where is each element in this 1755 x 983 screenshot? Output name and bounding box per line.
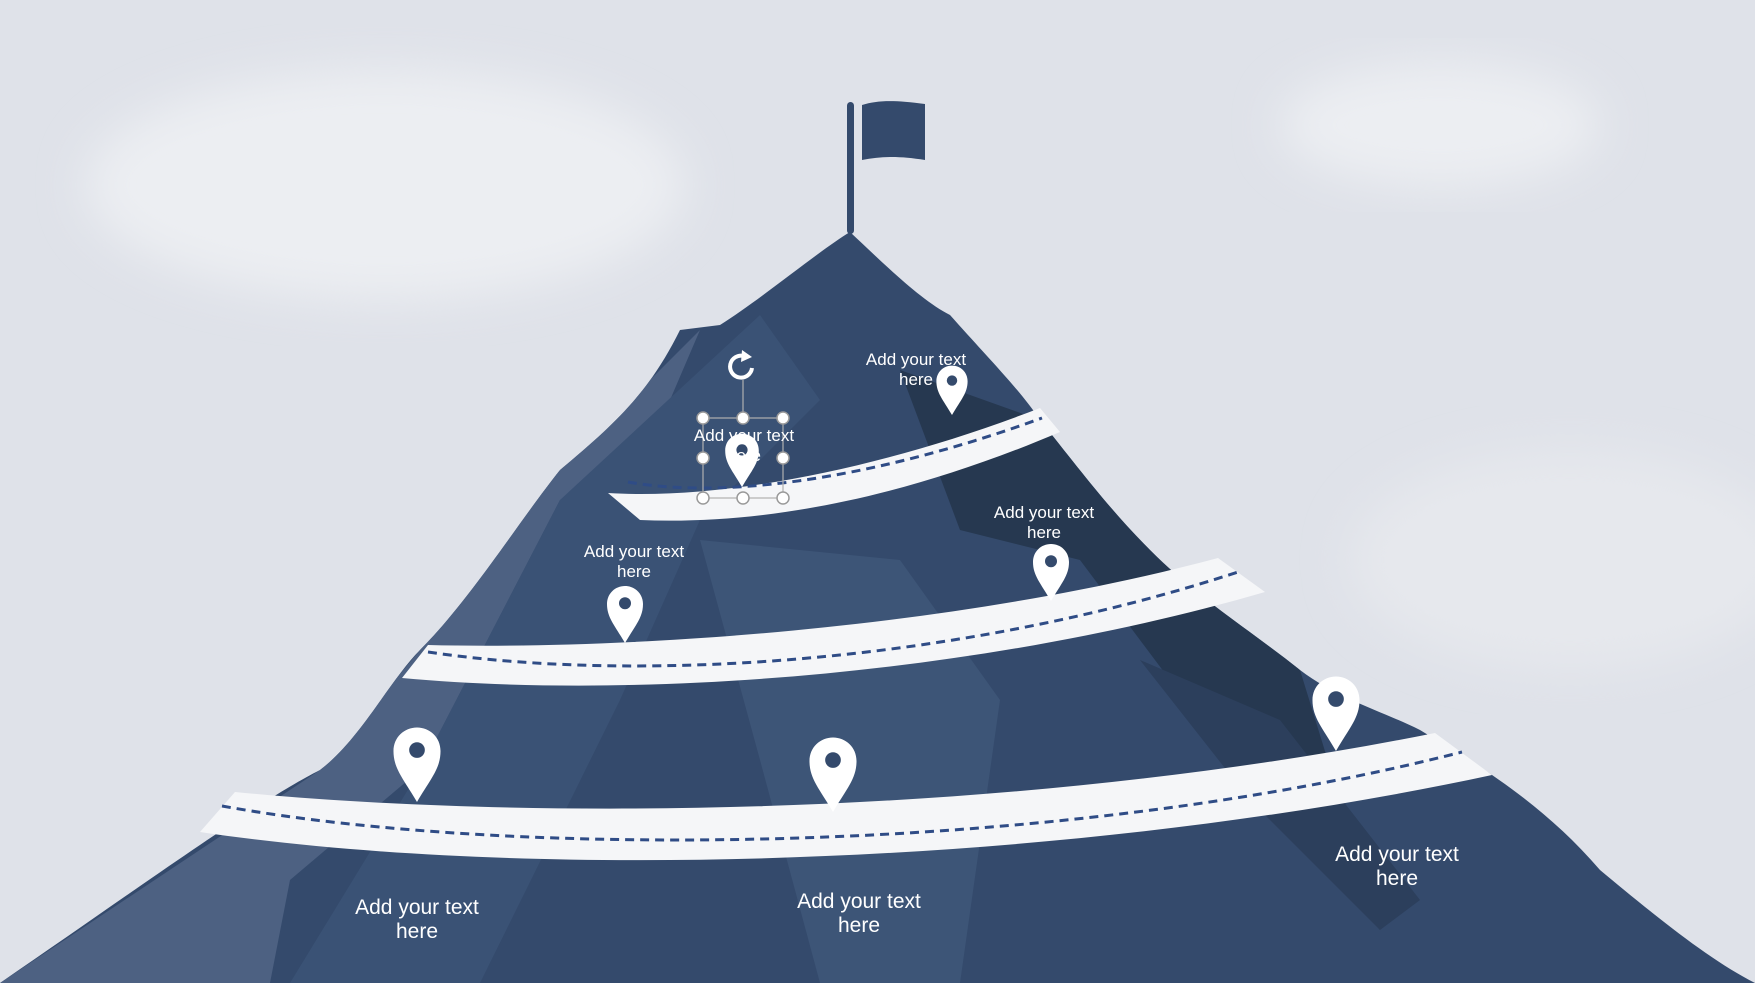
map-pin-icon[interactable]: [1033, 544, 1069, 601]
road-middle-dash: [427, 570, 1239, 668]
road-top-dash: [627, 416, 1043, 490]
map-pin-icon[interactable]: [725, 433, 759, 487]
resize-handle-s[interactable]: [736, 491, 750, 505]
flag-pole: [847, 102, 854, 234]
road-bottom-dash: [221, 750, 1463, 842]
flag-cloth: [862, 101, 925, 160]
clouds: [85, 63, 1755, 670]
text-box-tier1-mid[interactable]: Add your text here: [797, 890, 921, 938]
text-box-tier1-right[interactable]: Add your text here: [1335, 843, 1459, 891]
text-box-tier4-left[interactable]: Add your text here: [693, 426, 795, 465]
map-pin-icon[interactable]: [607, 586, 643, 643]
cloud-left: [85, 70, 685, 300]
pins: [393, 365, 1360, 812]
text-box-tier1-left[interactable]: Add your text here: [355, 896, 479, 944]
resize-handle-se[interactable]: [776, 491, 790, 505]
text-box-tier3-left[interactable]: Add your text here: [583, 542, 685, 581]
cloud-right-low: [1350, 450, 1755, 670]
map-pin-icon[interactable]: [1312, 676, 1360, 751]
road-middle: [402, 558, 1265, 686]
text-box-tier4-right[interactable]: Add your text here: [865, 350, 967, 389]
map-pin-icon[interactable]: [809, 737, 857, 812]
text-box-tier3-right[interactable]: Add your text here: [993, 503, 1095, 542]
selection-frame[interactable]: [696, 350, 790, 505]
resize-handle-w[interactable]: [696, 451, 710, 465]
resize-handle-e[interactable]: [776, 451, 790, 465]
roads: [200, 408, 1492, 861]
resize-handle-nw[interactable]: [696, 411, 710, 425]
rotate-handle-icon[interactable]: [728, 350, 754, 380]
resize-handle-ne[interactable]: [776, 411, 790, 425]
road-bottom: [200, 733, 1492, 861]
map-pin-icon[interactable]: [393, 727, 441, 802]
road-top: [608, 408, 1060, 521]
flag-icon: [847, 101, 925, 234]
resize-handle-n[interactable]: [736, 411, 750, 425]
resize-handle-sw[interactable]: [696, 491, 710, 505]
map-pin-icon[interactable]: [936, 365, 968, 415]
cloud-right: [1280, 63, 1600, 187]
